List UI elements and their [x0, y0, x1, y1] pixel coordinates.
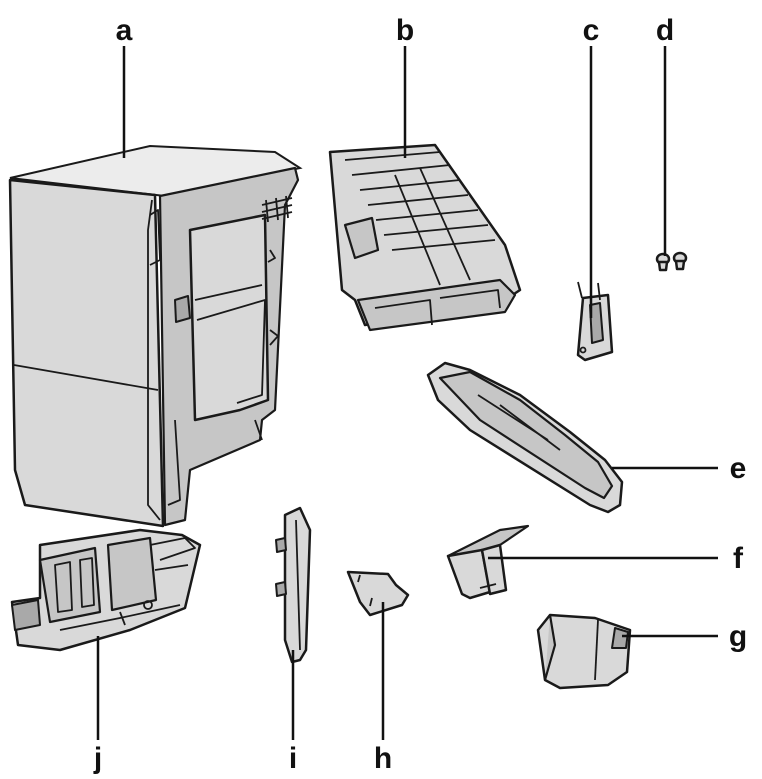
part-i-rail	[275, 506, 312, 664]
label-g: g	[729, 620, 747, 653]
part-d-screws	[655, 251, 688, 272]
label-e: e	[730, 452, 747, 485]
label-a: a	[116, 14, 133, 47]
part-g-cover	[536, 613, 632, 690]
part-a-finisher-unit	[8, 144, 303, 528]
part-b-paper-tray	[328, 143, 522, 332]
label-h: h	[374, 742, 392, 775]
label-f: f	[733, 542, 744, 575]
label-i: i	[289, 742, 297, 775]
label-d: d	[656, 14, 674, 47]
part-e-stacker-guide	[426, 361, 624, 514]
label-b: b	[396, 14, 414, 47]
part-j-staple-cartridge	[10, 528, 202, 652]
part-c-bracket	[576, 281, 614, 362]
leader-lines	[96, 46, 718, 740]
callout-labels: a b c d e f g h i j	[93, 14, 747, 775]
part-f-plate	[446, 524, 530, 600]
part-h-corner-piece	[346, 570, 410, 617]
label-c: c	[583, 14, 600, 47]
label-j: j	[93, 742, 102, 775]
